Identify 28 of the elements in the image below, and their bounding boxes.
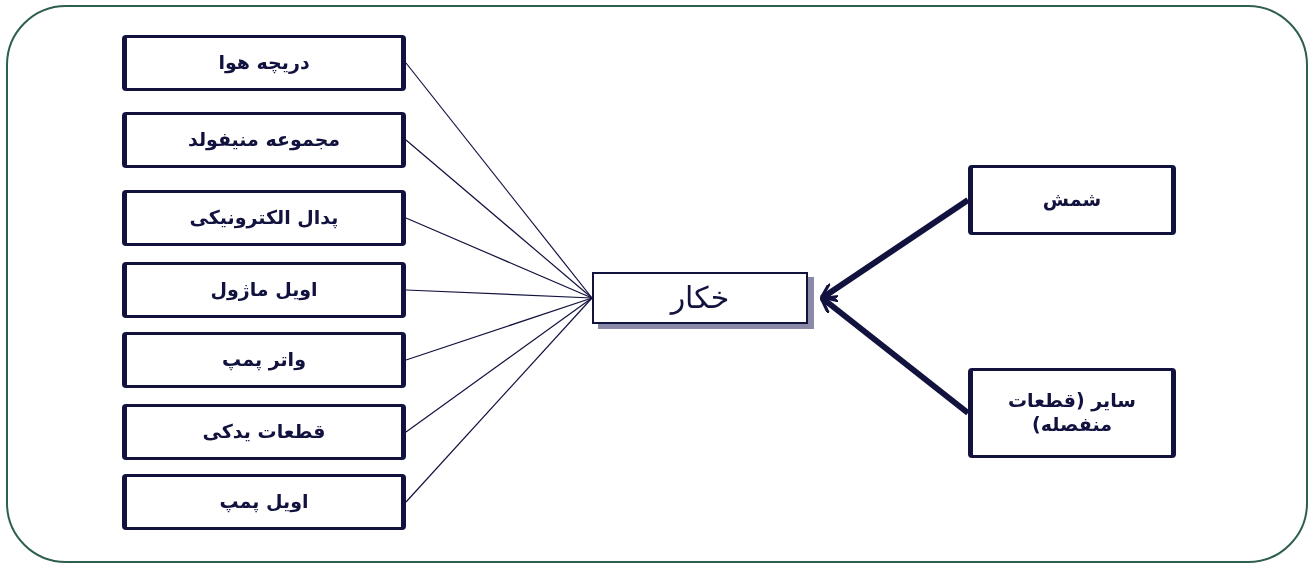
connector-line — [405, 297, 593, 361]
box-label: دریچه هوا — [218, 51, 310, 75]
process-box — [122, 332, 406, 388]
process-box — [968, 165, 1176, 235]
box-label: واتر پمپ — [222, 348, 306, 372]
process-box — [122, 35, 406, 91]
process-box — [122, 474, 406, 530]
process-box — [968, 368, 1176, 458]
process-box — [122, 262, 406, 318]
connector-line — [405, 297, 593, 433]
process-box — [122, 404, 406, 460]
box-label: اویل ماژول — [210, 278, 318, 302]
process-box — [122, 112, 406, 168]
box-label: مجموعه منیفولد — [187, 128, 341, 152]
box-label: قطعات یدکی — [202, 420, 326, 444]
connector-line — [405, 62, 593, 299]
arrow — [819, 295, 970, 416]
connector-line — [405, 139, 593, 299]
box-label: خکار — [670, 283, 730, 313]
process-box — [122, 190, 406, 246]
box-label: سایر (قطعات منفصله) — [1007, 389, 1137, 437]
box-label: پدال الکترونیکی — [189, 206, 339, 230]
connector-line — [405, 297, 593, 503]
box-label: شمش — [1042, 188, 1102, 212]
connector-line — [405, 217, 593, 299]
connector-line — [405, 289, 593, 299]
box-label: اویل پمپ — [219, 490, 309, 514]
arrow — [819, 197, 970, 301]
